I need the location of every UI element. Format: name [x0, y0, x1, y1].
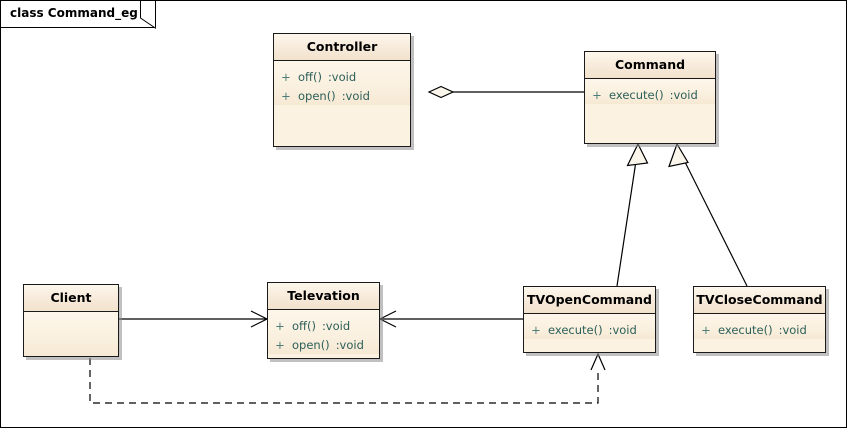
- relationship-client-televation-association[interactable]: [119, 310, 269, 328]
- open-arrowhead-icon: [590, 352, 606, 371]
- class-member: + open() :void: [274, 86, 410, 105]
- member-visibility: +: [281, 69, 291, 84]
- class-members-client: [24, 312, 118, 356]
- class-member: + off() :void: [268, 316, 379, 335]
- member-return-type: :void: [669, 87, 698, 102]
- member-visibility: +: [275, 318, 285, 333]
- class-name-controller: Controller: [274, 34, 410, 61]
- member-signature: open(): [298, 88, 336, 103]
- member-signature: off(): [298, 69, 322, 84]
- relationship-controller-command-aggregation[interactable]: [427, 85, 584, 99]
- relationship-tvopencommand-command-generalization[interactable]: [616, 142, 649, 287]
- class-box-televation[interactable]: Televation + off() :void + open() :void: [267, 282, 380, 359]
- class-member: + execute() :void: [524, 320, 655, 339]
- member-visibility: +: [592, 87, 602, 102]
- class-box-controller[interactable]: Controller + off() :void + open() :void: [273, 33, 411, 147]
- class-name-televation: Televation: [268, 283, 379, 310]
- member-visibility: +: [275, 337, 285, 352]
- class-members-televation: + off() :void + open() :void: [268, 310, 379, 354]
- generalization-triangle-icon: [626, 142, 649, 167]
- class-box-tvclosecommand[interactable]: TVCloseCommand + execute() :void: [693, 286, 826, 353]
- member-signature: off(): [292, 318, 316, 333]
- class-member: + execute() :void: [585, 85, 715, 104]
- aggregation-diamond-icon: [427, 85, 455, 99]
- member-visibility: +: [531, 322, 541, 337]
- class-members-controller: + off() :void + open() :void: [274, 61, 410, 105]
- class-member: + execute() :void: [694, 320, 825, 339]
- class-members-tvclosecommand: + execute() :void: [694, 314, 825, 339]
- member-signature: execute(): [548, 322, 603, 337]
- class-member: + open() :void: [268, 335, 379, 354]
- frame-tab-corner-icon: [140, 1, 157, 29]
- class-name-tvopencommand: TVOpenCommand: [524, 287, 655, 314]
- diagram-frame-tab: class Command_eg: [1, 1, 156, 28]
- diagram-frame-label: class Command_eg: [10, 6, 138, 20]
- relationship-tvopencommand-televation-association[interactable]: [378, 310, 523, 328]
- class-members-tvopencommand: + execute() :void: [524, 314, 655, 339]
- generalization-triangle-icon: [668, 142, 689, 168]
- member-return-type: :void: [778, 322, 807, 337]
- member-return-type: :void: [327, 69, 357, 84]
- class-box-command[interactable]: Command + execute() :void: [584, 51, 716, 144]
- member-return-type: :void: [608, 322, 637, 337]
- class-box-tvopencommand[interactable]: TVOpenCommand + execute() :void: [523, 286, 656, 353]
- member-return-type: :void: [321, 318, 351, 333]
- member-return-type: :void: [335, 337, 364, 352]
- class-members-command: + execute() :void: [585, 79, 715, 104]
- member-visibility: +: [701, 322, 711, 337]
- class-name-tvclosecommand: TVCloseCommand: [694, 287, 825, 314]
- class-name-client: Client: [24, 285, 118, 312]
- class-name-command: Command: [585, 52, 715, 79]
- relationship-client-tvopencommand-dependency[interactable]: [89, 352, 606, 404]
- class-box-client[interactable]: Client: [23, 284, 119, 357]
- member-signature: execute(): [718, 322, 773, 337]
- member-signature: execute(): [609, 87, 664, 102]
- open-arrowhead-icon: [378, 310, 397, 328]
- relationship-tvclosecommand-command-generalization[interactable]: [668, 142, 748, 287]
- member-visibility: +: [281, 88, 291, 103]
- member-return-type: :void: [341, 88, 370, 103]
- member-signature: open(): [292, 337, 330, 352]
- class-member: + off() :void: [274, 67, 410, 86]
